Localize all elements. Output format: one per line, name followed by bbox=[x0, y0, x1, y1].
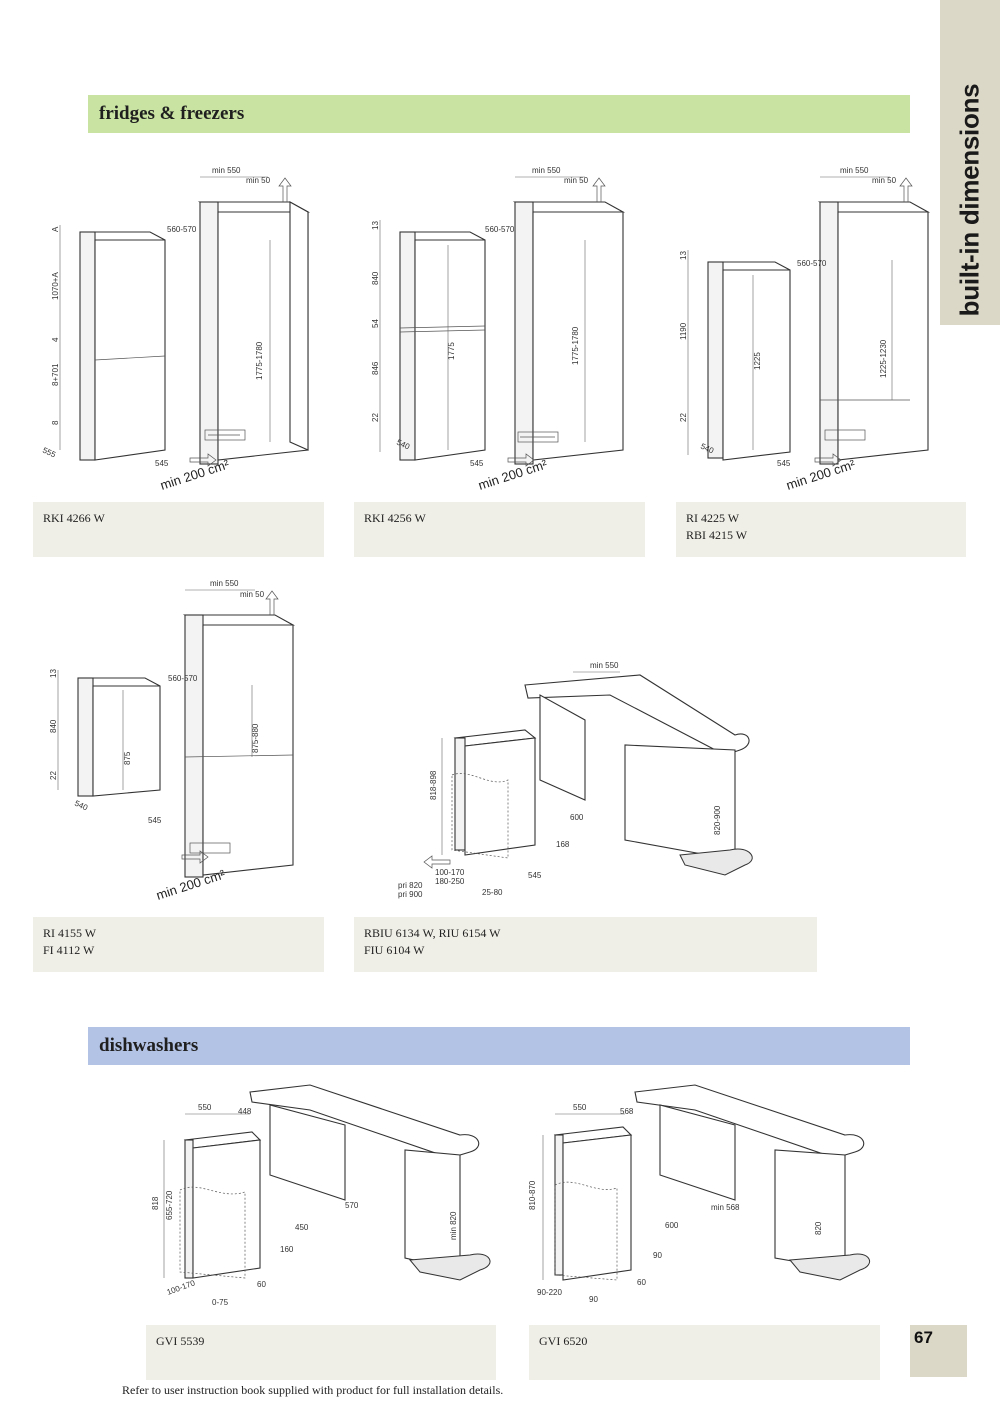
svg-text:90: 90 bbox=[653, 1251, 662, 1260]
svg-text:pri 900: pri 900 bbox=[398, 890, 423, 899]
section-title-dishwashers: dishwashers bbox=[88, 1027, 910, 1065]
svg-text:560-570: 560-570 bbox=[797, 259, 827, 268]
svg-text:60: 60 bbox=[637, 1278, 646, 1287]
svg-text:570: 570 bbox=[345, 1201, 359, 1210]
svg-text:818: 818 bbox=[151, 1196, 160, 1210]
svg-text:90-220: 90-220 bbox=[537, 1288, 562, 1297]
caption-ri-4225: RI 4225 W RBI 4215 W bbox=[676, 502, 966, 557]
svg-text:min 50: min 50 bbox=[564, 176, 589, 185]
svg-text:560-570: 560-570 bbox=[167, 225, 197, 234]
svg-text:min 550: min 550 bbox=[840, 166, 869, 175]
svg-text:568: 568 bbox=[620, 1107, 634, 1116]
svg-text:550: 550 bbox=[198, 1103, 212, 1112]
svg-text:600: 600 bbox=[570, 813, 584, 822]
diagram-ri-4225: min 550 min 50 560-570 1225-1230 1225 13… bbox=[680, 160, 970, 500]
svg-text:100-170: 100-170 bbox=[166, 1278, 197, 1297]
svg-text:560-570: 560-570 bbox=[168, 674, 198, 683]
svg-text:4: 4 bbox=[51, 337, 60, 342]
svg-text:555: 555 bbox=[41, 446, 57, 460]
svg-text:846: 846 bbox=[371, 361, 380, 375]
svg-text:0-75: 0-75 bbox=[212, 1298, 229, 1307]
svg-text:8+701: 8+701 bbox=[51, 363, 60, 386]
caption-rki-4256: RKI 4256 W bbox=[354, 502, 645, 557]
svg-text:min 820: min 820 bbox=[449, 1211, 458, 1240]
svg-text:820-900: 820-900 bbox=[713, 805, 722, 835]
svg-text:655-720: 655-720 bbox=[165, 1190, 174, 1220]
section-title-fridges: fridges & freezers bbox=[88, 95, 910, 133]
svg-text:448: 448 bbox=[238, 1107, 252, 1116]
svg-text:560-570: 560-570 bbox=[485, 225, 515, 234]
svg-text:875-880: 875-880 bbox=[251, 723, 260, 753]
diagram-rki-4256: min 550 min 50 560-570 1775-1780 1775 13… bbox=[360, 160, 650, 500]
footer-note: Refer to user instruction book supplied … bbox=[122, 1383, 504, 1397]
side-tab bbox=[940, 0, 1000, 325]
svg-text:min 550: min 550 bbox=[212, 166, 241, 175]
svg-text:1775-1780: 1775-1780 bbox=[255, 341, 264, 380]
svg-text:875: 875 bbox=[123, 751, 132, 765]
svg-text:1225: 1225 bbox=[753, 352, 762, 370]
svg-text:25-80: 25-80 bbox=[482, 888, 503, 897]
svg-text:13: 13 bbox=[371, 221, 380, 230]
svg-text:A: A bbox=[51, 226, 60, 232]
svg-text:22: 22 bbox=[49, 771, 58, 780]
svg-text:840: 840 bbox=[371, 271, 380, 285]
svg-text:540: 540 bbox=[73, 799, 89, 813]
svg-text:min 550: min 550 bbox=[210, 579, 239, 588]
svg-text:13: 13 bbox=[49, 669, 58, 678]
svg-text:818-898: 818-898 bbox=[429, 770, 438, 800]
svg-text:min 568: min 568 bbox=[711, 1203, 740, 1212]
caption-gvi-6520: GVI 6520 bbox=[529, 1325, 880, 1380]
svg-text:545: 545 bbox=[470, 459, 484, 468]
svg-text:100-170: 100-170 bbox=[435, 868, 465, 877]
diagram-rbiu-6134: min 550 818-898 600 168 545 25-80 100-17… bbox=[390, 650, 780, 900]
svg-text:1070+A: 1070+A bbox=[51, 272, 60, 300]
caption-rki-4266: RKI 4266 W bbox=[33, 502, 324, 557]
svg-text:545: 545 bbox=[155, 459, 169, 468]
caption-ri-4155: RI 4155 W FI 4112 W bbox=[33, 917, 324, 972]
svg-text:545: 545 bbox=[148, 816, 162, 825]
svg-text:min 50: min 50 bbox=[246, 176, 271, 185]
svg-text:min 550: min 550 bbox=[590, 661, 619, 670]
diagram-rki-4266: min 550 min 50 560-570 1775-1780 A 1070+… bbox=[40, 160, 330, 500]
svg-text:180-250: 180-250 bbox=[435, 877, 465, 886]
caption-gvi-5539: GVI 5539 bbox=[146, 1325, 496, 1380]
svg-text:820: 820 bbox=[814, 1221, 823, 1235]
svg-text:168: 168 bbox=[556, 840, 570, 849]
svg-text:54: 54 bbox=[371, 319, 380, 328]
svg-text:1775-1780: 1775-1780 bbox=[571, 326, 580, 365]
svg-text:545: 545 bbox=[528, 871, 542, 880]
svg-text:840: 840 bbox=[49, 719, 58, 733]
svg-text:22: 22 bbox=[371, 413, 380, 422]
svg-text:8: 8 bbox=[51, 420, 60, 425]
svg-text:1225-1230: 1225-1230 bbox=[879, 339, 888, 378]
svg-text:810-870: 810-870 bbox=[528, 1180, 537, 1210]
svg-text:pri 820: pri 820 bbox=[398, 881, 423, 890]
svg-text:13: 13 bbox=[680, 251, 688, 260]
svg-text:60: 60 bbox=[257, 1280, 266, 1289]
svg-text:1775: 1775 bbox=[447, 342, 456, 360]
svg-text:min 550: min 550 bbox=[532, 166, 561, 175]
svg-text:min 50: min 50 bbox=[872, 176, 897, 185]
svg-text:550: 550 bbox=[573, 1103, 587, 1112]
svg-text:min 50: min 50 bbox=[240, 590, 265, 599]
caption-rbiu-6134: RBIU 6134 W, RIU 6154 W FIU 6104 W bbox=[354, 917, 817, 972]
svg-text:545: 545 bbox=[777, 459, 791, 468]
diagram-ri-4155: min 550 min 50 560-570 875-880 875 13 84… bbox=[40, 575, 330, 915]
svg-text:450: 450 bbox=[295, 1223, 309, 1232]
svg-text:1190: 1190 bbox=[680, 322, 688, 340]
svg-text:600: 600 bbox=[665, 1221, 679, 1230]
diagram-gvi-6520: 550 568 810-870 600 min 568 820 90 90-22… bbox=[525, 1080, 885, 1320]
svg-text:160: 160 bbox=[280, 1245, 294, 1254]
page-number: 67 bbox=[910, 1325, 967, 1377]
svg-text:90: 90 bbox=[589, 1295, 598, 1304]
diagram-gvi-5539: 550 448 818 655-720 450 570 min 820 160 … bbox=[140, 1080, 500, 1320]
svg-text:22: 22 bbox=[680, 413, 688, 422]
